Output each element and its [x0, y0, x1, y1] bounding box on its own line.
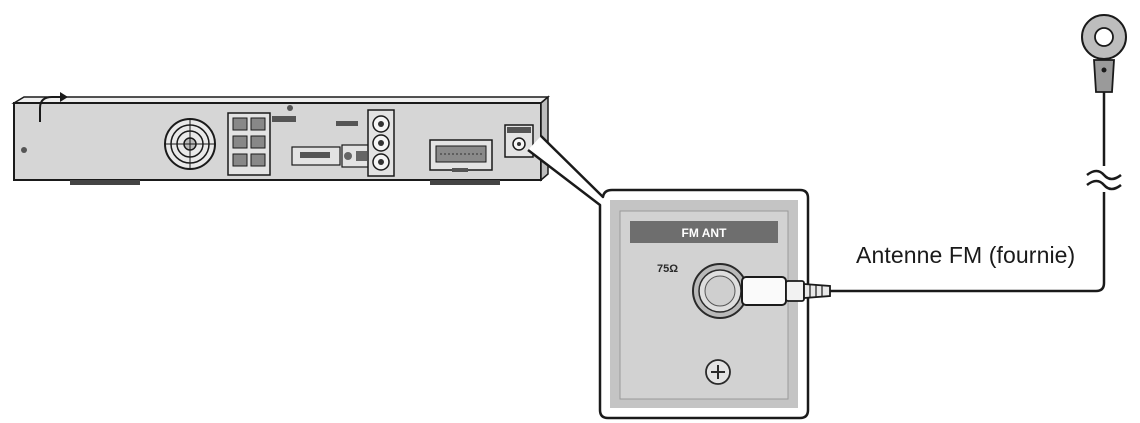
receiver-rear-panel: [11, 92, 551, 185]
screw-icon: [287, 105, 293, 111]
panel-title: FM ANT: [682, 226, 728, 240]
fm-antenna-jack-small: [504, 124, 534, 158]
coax-plug: [741, 276, 831, 306]
impedance-label: 75Ω: [657, 263, 678, 275]
antenna-caption: Antenne FM (fournie): [856, 242, 1076, 268]
coax-socket: [692, 263, 748, 319]
digital-audio-connectors: [291, 121, 373, 168]
fan-grille-icon: [164, 118, 216, 170]
screw-icon: [705, 359, 731, 385]
antenna-tip-icon: [1081, 14, 1127, 93]
cable-break-icon: [1086, 168, 1122, 191]
screw-icon: [21, 147, 27, 153]
speaker-terminals: [227, 112, 296, 176]
video-output-jacks: [367, 109, 395, 177]
scart-connector: [429, 139, 493, 172]
antenna-cable: [830, 192, 1106, 293]
